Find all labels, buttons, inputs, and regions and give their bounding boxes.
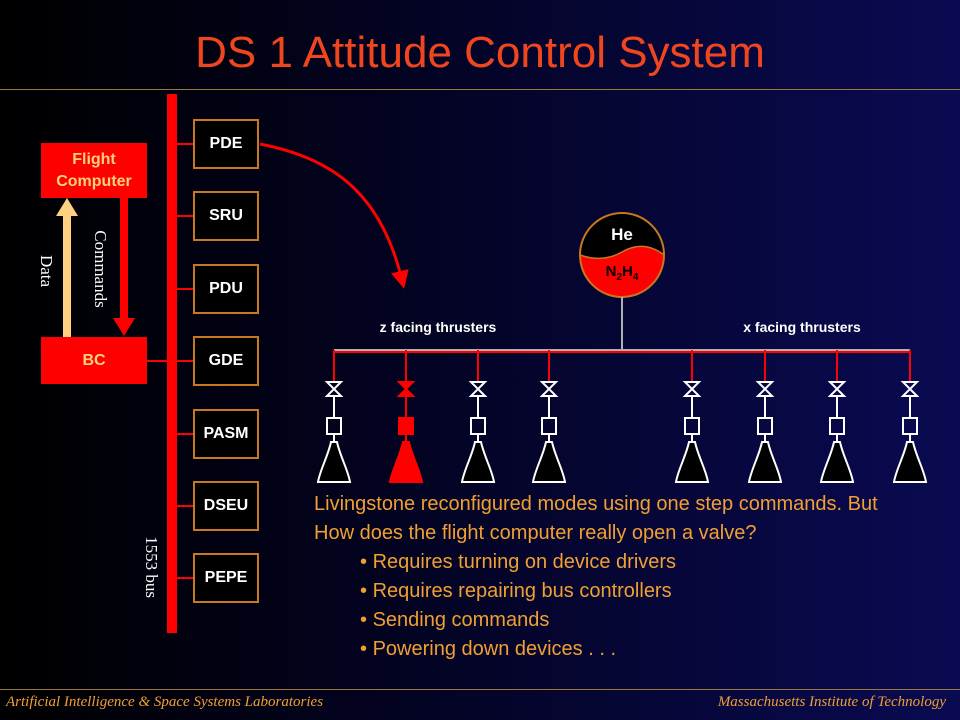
- bus-1553: [167, 94, 177, 633]
- bullet-item: Powering down devices . . .: [314, 635, 914, 664]
- footer-institute: Massachusetts Institute of Technology: [717, 694, 946, 710]
- device-pdu[interactable]: PDU: [193, 264, 259, 314]
- device-pde[interactable]: PDE: [193, 119, 259, 169]
- x-thrusters-label: x facing thrusters: [743, 319, 861, 335]
- data-arrow: [56, 198, 78, 337]
- commands-arrow: [113, 196, 135, 336]
- device-gde[interactable]: GDE: [193, 336, 259, 386]
- thruster-active: [388, 350, 424, 483]
- feed-lines: [334, 297, 910, 351]
- title-divider: [0, 89, 960, 90]
- thruster: [747, 350, 783, 483]
- thruster: [316, 350, 352, 483]
- tank-helium-label: He: [611, 225, 633, 244]
- description: Livingstone reconfigured modes using one…: [314, 490, 914, 664]
- tank-hydrazine-label: N2H4: [606, 263, 639, 283]
- thruster-array: [316, 350, 928, 483]
- bus-label: 1553 bus: [142, 536, 161, 598]
- footer-lab: Artificial Intelligence & Space Systems …: [6, 694, 324, 710]
- bullet-item: Requires repairing bus controllers: [314, 577, 914, 606]
- bus-connectors: [147, 143, 194, 579]
- pde-command-arrow: [259, 142, 409, 289]
- z-thrusters-label: z facing thrusters: [380, 319, 497, 335]
- bus-controller-box[interactable]: BC: [41, 337, 147, 384]
- thruster: [531, 350, 567, 483]
- thruster: [674, 350, 710, 483]
- thruster: [819, 350, 855, 483]
- footer-divider: [0, 689, 960, 690]
- description-paragraph: Livingstone reconfigured modes using one…: [314, 493, 878, 544]
- data-label: Data: [37, 254, 56, 288]
- device-pasm[interactable]: PASM: [193, 409, 259, 459]
- description-bullets: Requires turning on device drivers Requi…: [314, 548, 914, 664]
- commands-label: Commands: [91, 230, 110, 308]
- device-dseu[interactable]: DSEU: [193, 481, 259, 531]
- bullet-item: Sending commands: [314, 606, 914, 635]
- flight-computer-box[interactable]: Flight Computer: [41, 143, 147, 198]
- thruster: [892, 350, 928, 483]
- device-sru[interactable]: SRU: [193, 191, 259, 241]
- propellant-tank: [579, 212, 665, 298]
- page-title: DS 1 Attitude Control System: [195, 28, 765, 77]
- bullet-item: Requires turning on device drivers: [314, 548, 914, 577]
- device-pepe[interactable]: PEPE: [193, 553, 259, 603]
- thruster: [460, 350, 496, 483]
